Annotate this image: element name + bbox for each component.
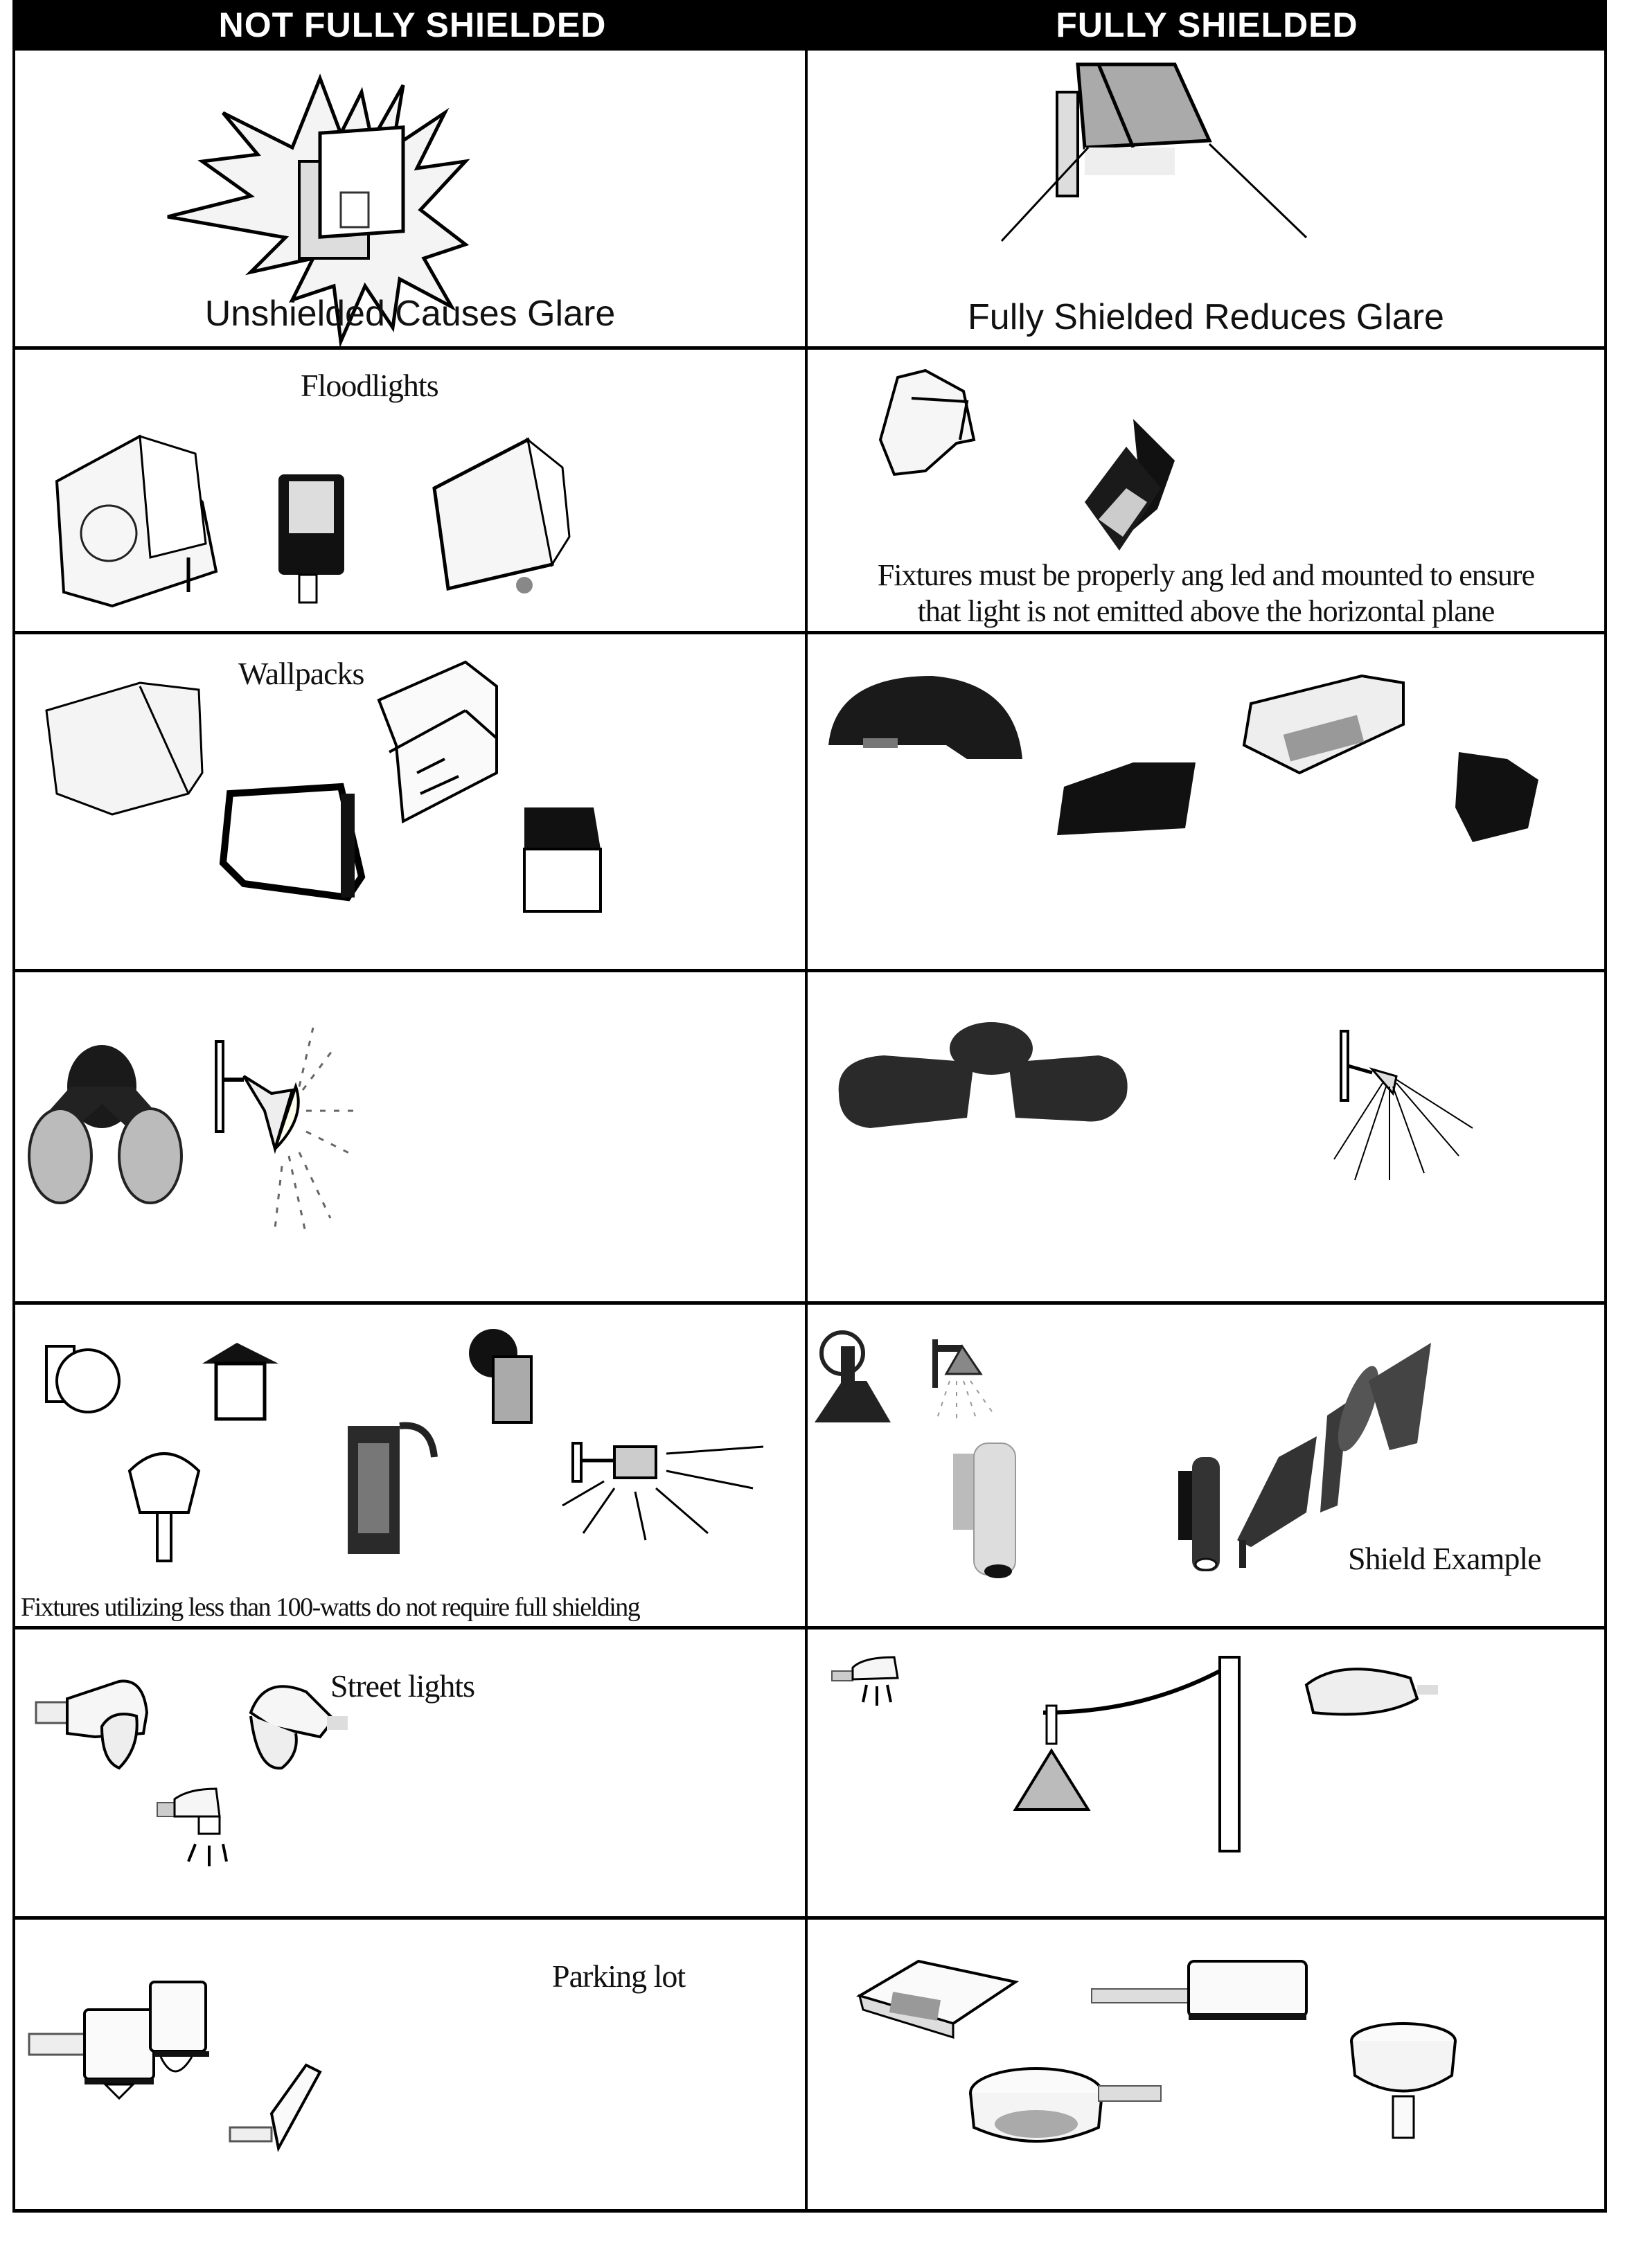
- shielded-wallpack-icon: [1455, 752, 1538, 842]
- lantern-icon: [202, 1343, 278, 1421]
- wallpack-icon: [219, 783, 366, 902]
- downlight-icon: [932, 1339, 995, 1423]
- shielded-street-light-icon: [831, 1656, 899, 1706]
- shoebox-light-icon: [28, 2008, 155, 2100]
- table-header: NOT FULLY SHIELDED FULLY SHIELDED: [15, 0, 1604, 51]
- shielded-wallpack-icon: [828, 676, 1022, 759]
- cell-wallpacks-shielded: [808, 634, 1604, 969]
- cylinder-light-icon: [953, 1443, 1016, 1578]
- wallpack-icon: [377, 660, 498, 824]
- cell-spotlights-unshielded: [15, 972, 808, 1301]
- cell-street-lights-shielded: [808, 1629, 1604, 1916]
- shoebox-light-icon: [1091, 1960, 1308, 2020]
- cell-decorative-shielded: Shield Example: [808, 1305, 1604, 1626]
- cell-parking-lot-unshielded: Parking lot: [15, 1920, 808, 2213]
- cobra-head-icon: [157, 1787, 228, 1866]
- coach-lamp-icon: [127, 1452, 201, 1562]
- shielded-wallpack-icon: [1057, 762, 1196, 835]
- cell-decorative-unshielded: Fixtures utilizing less than 100-watts d…: [15, 1305, 808, 1626]
- cell-floodlights-shielded: Fixtures must be properly ang led and mo…: [808, 350, 1604, 631]
- shoebox-light-icon: [856, 1959, 1020, 2039]
- row-decorative: Fixtures utilizing less than 100-watts d…: [15, 1301, 1604, 1626]
- row-street-lights: Street lights: [15, 1626, 1604, 1916]
- shield-parts-icon: [1237, 1343, 1431, 1568]
- barn-light-icon: [815, 1330, 891, 1422]
- cobra-head-icon: [249, 1685, 348, 1770]
- floodlight-icon: [278, 474, 344, 604]
- caption-fully-shielded: Fully Shielded Reduces Glare: [968, 297, 1444, 337]
- row-glare: Unshielded Causes Glare Fully Shielded R…: [15, 51, 1604, 346]
- header-fully-shielded: FULLY SHIELDED: [1056, 6, 1358, 44]
- row-floodlights: Floodlights: [15, 346, 1604, 631]
- row-spotlights: [15, 969, 1604, 1301]
- starburst-glare-icon: [167, 73, 470, 346]
- cell-unshielded-glare: Unshielded Causes Glare: [15, 51, 808, 346]
- note-angled-mounting-line1: Fixtures must be properly ang led and mo…: [877, 558, 1535, 592]
- cell-spotlights-shielded: [808, 972, 1604, 1301]
- light-cone-icon: [1000, 146, 1090, 242]
- round-area-light-icon: [1350, 2022, 1457, 2139]
- shoebox-street-light-icon: [1304, 1668, 1438, 1716]
- header-not-fully-shielded: NOT FULLY SHIELDED: [218, 6, 607, 44]
- caption-unshielded: Unshielded Causes Glare: [204, 294, 616, 334]
- label-wallpacks: Wallpacks: [238, 656, 364, 691]
- cell-parking-lot-shielded: [808, 1920, 1604, 2213]
- twin-spotlight-icon: [28, 1045, 183, 1204]
- row-parking-lot: Parking lot: [15, 1916, 1604, 2213]
- shielded-wallpack-icon: [1242, 674, 1405, 775]
- cobra-head-icon: [35, 1679, 149, 1770]
- cell-fully-shielded: Fully Shielded Reduces Glare: [808, 51, 1604, 346]
- cell-floodlights-unshielded: Floodlights: [15, 350, 808, 631]
- floodlight-icon: [55, 434, 218, 608]
- downward-spotlight-icon: [1333, 1030, 1473, 1181]
- round-area-light-icon: [969, 2067, 1162, 2143]
- floodlight-icon: [432, 437, 571, 593]
- lantern-icon: [348, 1422, 438, 1554]
- tilted-shoebox-icon: [229, 2063, 322, 2152]
- angled-spotlight-icon: [215, 1027, 355, 1236]
- pole-pendant-light-icon: [1013, 1656, 1241, 1852]
- wall-light-icon: [562, 1442, 764, 1541]
- shielded-wallpack-icon: [1000, 62, 1308, 242]
- wallpack-icon: [523, 807, 602, 913]
- cylinder-light-icon: [1178, 1457, 1220, 1571]
- shielded-floodlight-icon: [1085, 419, 1175, 551]
- globe-light-icon: [45, 1345, 121, 1413]
- label-shield-example: Shield Example: [1348, 1541, 1542, 1576]
- note-angled-mounting-line2: that light is not emitted above the hori…: [917, 594, 1495, 628]
- label-parking-lot: Parking lot: [552, 1958, 686, 1994]
- label-street-lights: Street lights: [330, 1668, 475, 1704]
- note-under-100-watts: Fixtures utilizing less than 100-watts d…: [21, 1593, 641, 1622]
- shielded-floodlight-icon: [878, 368, 976, 476]
- cell-wallpacks-unshielded: Wallpacks: [15, 634, 808, 969]
- lighting-comparison-table: NOT FULLY SHIELDED FULLY SHIELDED Unshie…: [12, 0, 1607, 2213]
- shoebox-light-icon: [149, 1981, 209, 2073]
- shielded-twin-spotlight-icon: [838, 1022, 1128, 1128]
- row-wallpacks: Wallpacks: [15, 631, 1604, 969]
- label-floodlights: Floodlights: [301, 368, 439, 403]
- cell-street-lights-unshielded: Street lights: [15, 1629, 808, 1916]
- jar-light-icon: [469, 1329, 533, 1424]
- wallpack-icon: [45, 681, 204, 816]
